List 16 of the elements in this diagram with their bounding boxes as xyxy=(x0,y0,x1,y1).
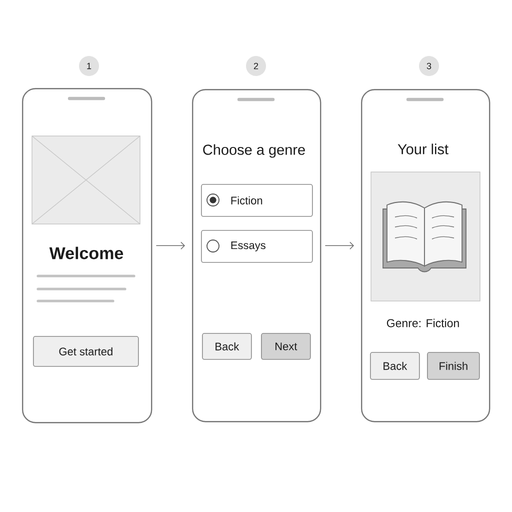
step-number: 1 xyxy=(79,56,99,76)
button: Finish xyxy=(427,352,480,380)
button: Back xyxy=(370,352,420,380)
heading: Choose a genre xyxy=(203,144,305,158)
button: Get started xyxy=(33,336,139,367)
button: Next xyxy=(261,333,311,360)
summary-text: Genre: Fiction xyxy=(386,318,459,328)
heading: Your list xyxy=(398,144,448,154)
option-box: Essays xyxy=(201,230,313,263)
option-box: Fiction xyxy=(201,184,313,217)
arrow xyxy=(156,242,185,250)
step-number: 3 xyxy=(419,56,439,76)
button: Back xyxy=(202,333,252,360)
step-number: 2 xyxy=(246,56,266,76)
heading: Welcome xyxy=(49,246,124,260)
arrow xyxy=(324,242,354,250)
